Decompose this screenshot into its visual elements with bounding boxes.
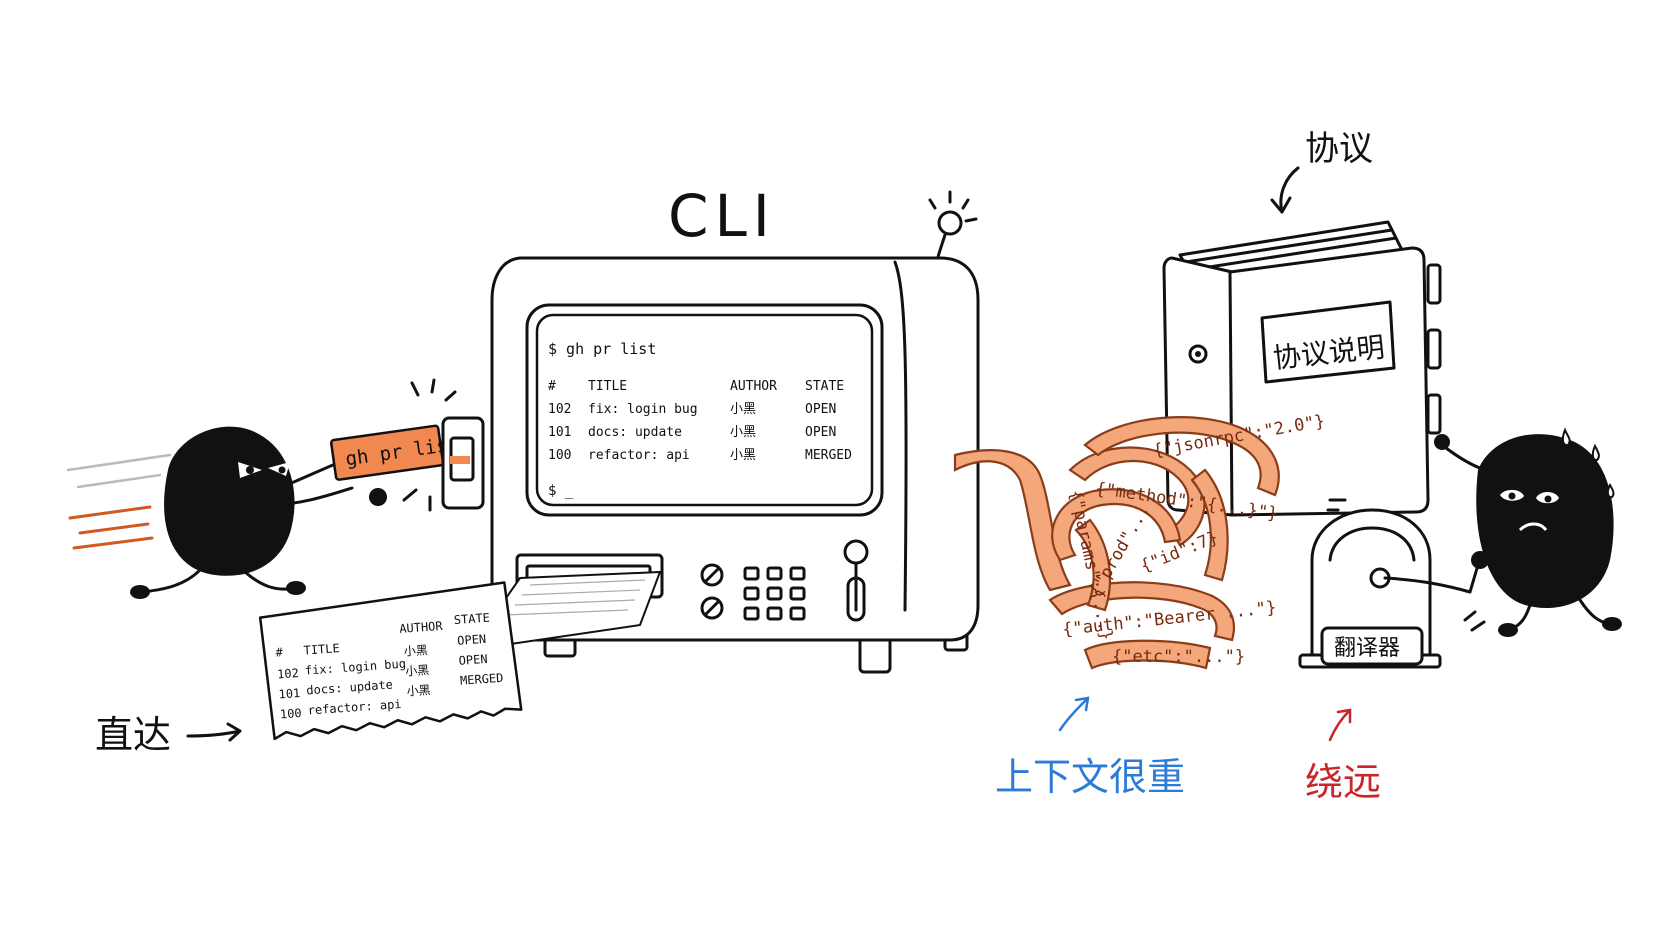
protocol-binder: 协议 协议说明 [1162, 129, 1442, 517]
lever-knob-icon [843, 539, 869, 565]
terminal-prompt: $ _ [548, 483, 574, 499]
command-card: gh pr list [330, 378, 460, 512]
terminal-screen [535, 313, 874, 507]
protocol-arrow-icon [1270, 166, 1300, 214]
receipt-row-0-author: 小黑 [403, 643, 428, 659]
receipt-row-2-title: refactor: api [307, 697, 402, 718]
terminal-row-1-state: OPEN [805, 425, 836, 440]
terminal-row-1-title: docs: update [588, 425, 682, 440]
protocol-label: 协议 [1305, 129, 1373, 169]
receipt-row-2-num: 100 [279, 706, 302, 721]
receipt-row-1-title: docs: update [306, 678, 393, 698]
terminal-header-num: # [548, 379, 556, 394]
ribbon-snippet-etc: {"etc":"..."} [1112, 647, 1245, 667]
direct-label: 直达 [95, 713, 171, 757]
receipt-header-title: TITLE [303, 641, 340, 657]
receipt-header-state: STATE [453, 611, 490, 627]
heavy-context-label: 上下文很重 [995, 755, 1185, 799]
terminal-row-0-num: 102 [548, 402, 571, 417]
left-character-body [164, 426, 295, 576]
terminal-row-1-num: 101 [548, 425, 571, 440]
dial-icon [700, 596, 724, 620]
terminal-row-1-author: 小黑 [730, 425, 756, 440]
receipt-row-2-state: MERGED [460, 671, 504, 688]
receipt-row-2-author: 小黑 [406, 683, 431, 699]
terminal-row-0-state: OPEN [805, 402, 836, 417]
terminal-row-0-author: 小黑 [730, 402, 756, 417]
receipt: # TITLE AUTHOR STATE 102 fix: login bug … [258, 570, 662, 741]
terminal-row-2-num: 100 [548, 448, 571, 463]
receipt-row-0-state: OPEN [457, 632, 487, 648]
dial-icon [700, 563, 724, 587]
translator-label: 翻译器 [1334, 636, 1400, 661]
terminal-header-state: STATE [805, 379, 844, 394]
terminal-row-2-title: refactor: api [588, 448, 690, 463]
cli-title: CLI [668, 182, 776, 250]
detour-arrow-icon [1328, 708, 1352, 742]
receipt-header-author: AUTHOR [399, 619, 444, 636]
right-character-body [1476, 434, 1614, 608]
keypad [743, 566, 806, 621]
terminal-table: # TITLE AUTHOR STATE 102 fix: login bug … [548, 379, 852, 463]
terminal-header-author: AUTHOR [730, 379, 777, 394]
speed-lines [66, 453, 172, 550]
heavy-context-arrow-icon [1058, 696, 1090, 732]
binder-ring-icon [1188, 344, 1208, 364]
receipt-row-1-state: OPEN [458, 652, 488, 668]
receipt-row-0-num: 102 [277, 666, 300, 681]
terminal-row-2-author: 小黑 [730, 448, 756, 463]
direct-arrow-icon [186, 722, 242, 742]
detour-label: 绕远 [1305, 760, 1381, 804]
tangled-ribbon: {"jsonrpc":"2.0"} {"method":"{...}"} {"p… [953, 411, 1326, 670]
receipt-row-1-author: 小黑 [405, 663, 430, 679]
translator-machine: 翻译器 [1298, 498, 1487, 669]
terminal-header-title: TITLE [588, 379, 627, 394]
terminal-row-0-title: fix: login bug [588, 402, 698, 417]
left-character [66, 426, 387, 599]
terminal-row-2-state: MERGED [805, 448, 852, 463]
receipt-header-num: # [275, 645, 284, 660]
right-character [1434, 427, 1622, 637]
receipt-row-1-num: 101 [278, 686, 301, 701]
terminal-command: $ gh pr list [548, 340, 656, 358]
